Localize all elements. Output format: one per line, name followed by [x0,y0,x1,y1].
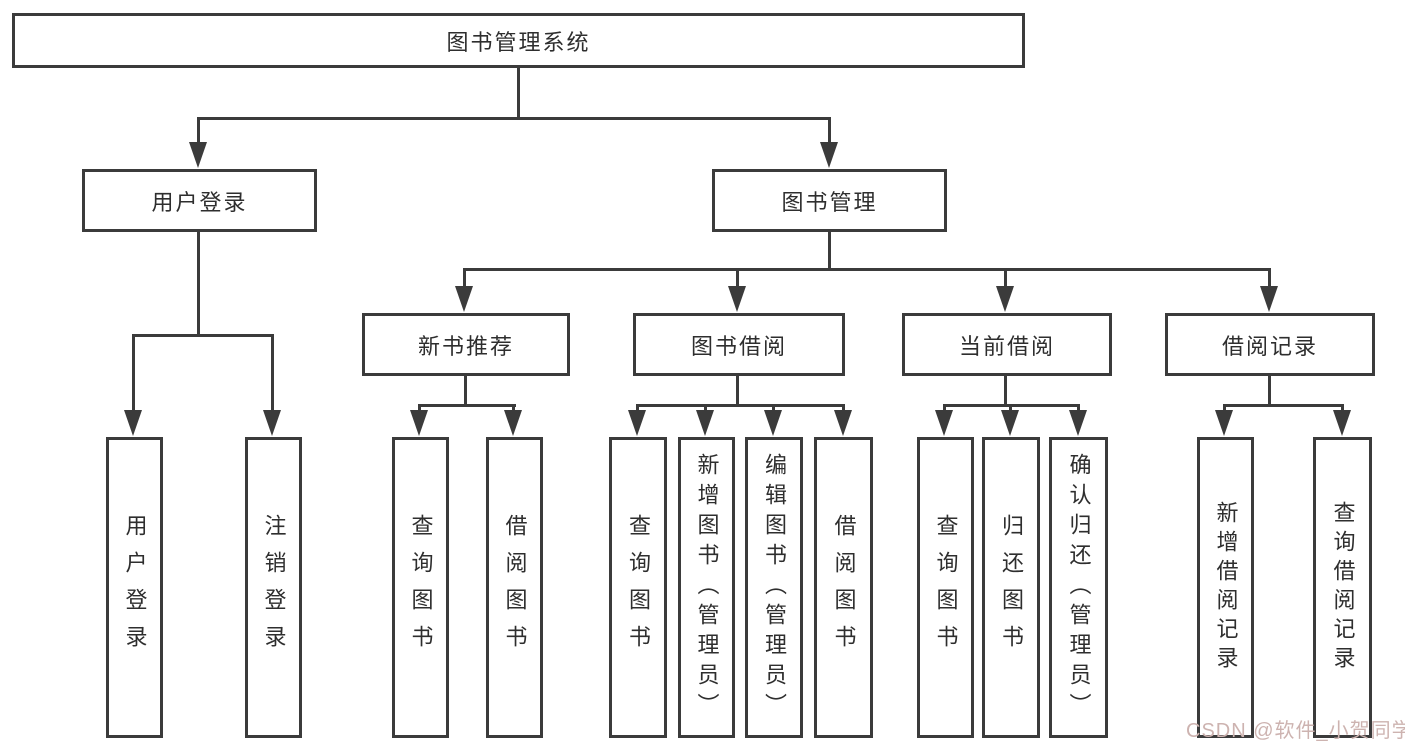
node-rec-add-record-label: 新增借阅记录 [1213,500,1239,675]
connector-arrowhead [628,410,646,436]
connector-line [464,376,467,407]
connector-arrowhead [263,410,281,436]
node-ul-logout: 注销登录 [245,437,302,738]
node-user-login-label: 用户登录 [151,189,248,215]
connector-arrowhead [504,410,522,436]
connector-arrowhead [1260,286,1278,312]
node-bb-add-book-admin-label: 新增图书（管理员） [694,452,720,723]
connector-line [418,404,516,407]
node-root-label: 图书管理系统 [446,29,591,55]
node-borrow-records: 借阅记录 [1165,313,1375,376]
node-root: 图书管理系统 [12,13,1025,68]
node-book-borrow: 图书借阅 [633,313,845,376]
connector-arrowhead [410,410,428,436]
node-bb-query-book: 查询图书 [609,437,667,738]
connector-arrowhead [1001,410,1019,436]
connector-arrowhead [834,410,852,436]
connector-arrowhead [728,286,746,312]
connector-line [463,268,466,294]
node-bb-edit-book-admin: 编辑图书（管理员） [745,437,803,738]
node-ul-user-login-label: 用户登录 [122,513,148,662]
node-cb-query-book-label: 查询图书 [933,513,959,662]
connector-line [1268,376,1271,407]
node-cb-query-book: 查询图书 [917,437,974,738]
connector-line [1268,268,1271,294]
connector-arrowhead [696,410,714,436]
node-new-book-recommend-label: 新书推荐 [417,333,514,359]
node-bb-borrow-book: 借阅图书 [814,437,873,738]
connector-arrowhead [455,286,473,312]
connector-arrowhead [1069,410,1087,436]
node-cb-return-book-label: 归还图书 [999,513,1024,662]
node-nb-query-book: 查询图书 [392,437,449,738]
node-rec-query-record-label: 查询借阅记录 [1330,500,1356,675]
node-nb-borrow-book-label: 借阅图书 [502,513,528,662]
node-current-borrow-label: 当前借阅 [958,333,1055,359]
node-nb-query-book-label: 查询图书 [408,513,434,662]
node-ul-user-login: 用户登录 [106,437,163,738]
node-current-borrow: 当前借阅 [902,313,1112,376]
node-bb-add-book-admin: 新增图书（管理员） [678,437,735,738]
node-cb-confirm-return-admin: 确认归还（管理员） [1049,437,1108,738]
node-rec-add-record: 新增借阅记录 [1197,437,1254,738]
connector-line [517,68,520,118]
node-bb-borrow-book-label: 借阅图书 [831,513,857,662]
connector-line [197,117,831,120]
node-cb-confirm-return-admin-label: 确认归还（管理员） [1066,452,1092,723]
node-nb-borrow-book: 借阅图书 [486,437,543,738]
connector-line [197,117,200,150]
connector-arrowhead [935,410,953,436]
connector-line [828,117,831,150]
connector-arrowhead [820,142,838,168]
node-book-management-label: 图书管理 [781,189,878,215]
csdn-watermark: CSDN @软件_小贺同学 [1186,720,1405,742]
connector-arrowhead [189,142,207,168]
connector-line [736,376,739,407]
node-bb-edit-book-admin-label: 编辑图书（管理员） [762,452,787,723]
connector-arrowhead [996,286,1014,312]
connector-line [197,232,200,336]
node-book-management: 图书管理 [712,169,947,232]
connector-arrowhead [1215,410,1233,436]
connector-arrowhead [764,410,782,436]
node-borrow-records-label: 借阅记录 [1221,333,1318,359]
node-bb-query-book-label: 查询图书 [626,513,651,662]
node-new-book-recommend: 新书推荐 [362,313,570,376]
connector-line [828,232,831,270]
connector-line [1223,404,1344,407]
connector-line [1004,376,1007,407]
node-ul-logout-label: 注销登录 [261,513,287,662]
connector-line [271,334,274,416]
connector-line [736,268,739,294]
connector-line [1004,268,1007,294]
node-rec-query-record: 查询借阅记录 [1313,437,1372,738]
connector-line [636,404,845,407]
connector-line [132,334,135,416]
connector-line [132,334,274,337]
node-user-login: 用户登录 [82,169,317,232]
connector-line [463,268,1271,271]
connector-arrowhead [124,410,142,436]
node-cb-return-book: 归还图书 [982,437,1040,738]
connector-arrowhead [1333,410,1351,436]
node-book-borrow-label: 图书借阅 [690,333,787,359]
